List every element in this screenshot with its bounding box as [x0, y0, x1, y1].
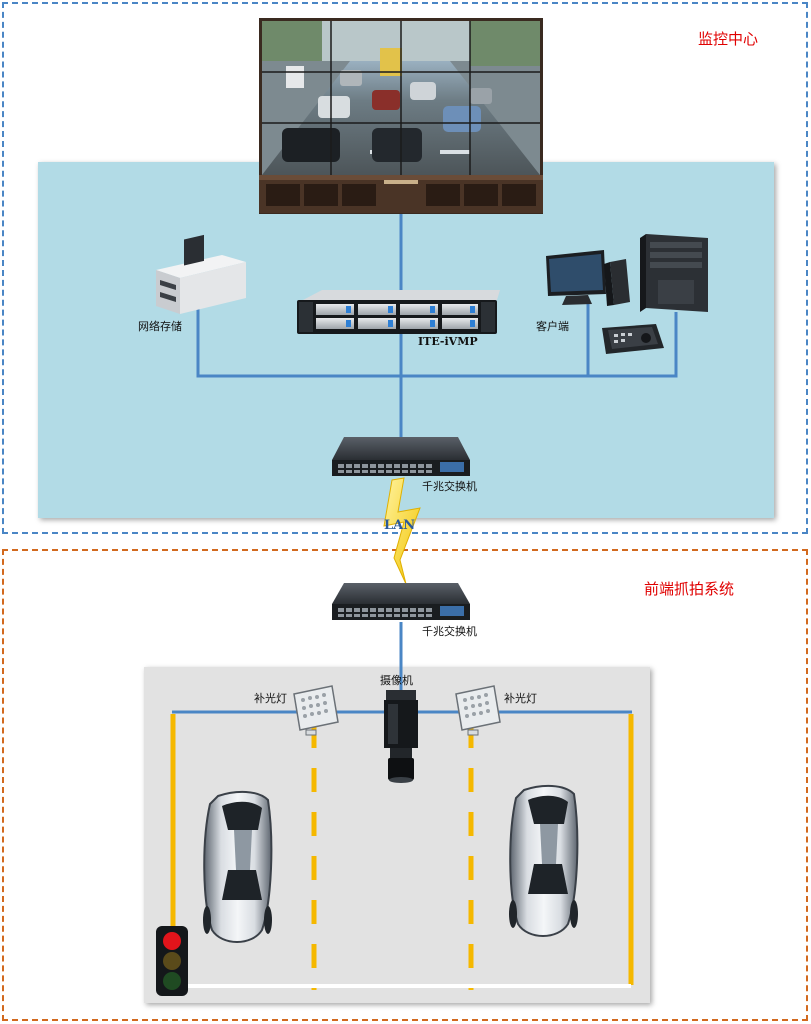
- server-icon: [297, 290, 500, 334]
- switch-top-icon: [332, 437, 470, 476]
- network-storage-label: 网络存储: [138, 320, 182, 333]
- front-capture-zone: [2, 549, 808, 1021]
- server-label: ITE-iVMP: [418, 335, 478, 348]
- client-label: 客户端: [536, 320, 569, 333]
- lane-markings: [170, 714, 634, 990]
- lan-lightning-icon: [383, 477, 421, 585]
- storage-device-icon: [156, 234, 246, 314]
- camera-label: 摄像机: [380, 674, 413, 687]
- camera-icon: [384, 690, 418, 783]
- fill-light-right-icon: [455, 685, 501, 736]
- video-wall-icon: [259, 18, 543, 214]
- lan-label: LAN: [384, 518, 416, 533]
- monitoring-center-title: 监控中心: [698, 30, 759, 48]
- fill-light-right-label: 补光灯: [504, 692, 537, 705]
- car-left-icon: [203, 790, 273, 943]
- switch-top-label: 千兆交换机: [422, 480, 477, 493]
- front-capture-title: 前端抓拍系统: [644, 580, 735, 598]
- client-workstation-icon: [546, 234, 708, 354]
- switch-bottom-icon: [332, 583, 470, 620]
- fill-light-left-icon: [293, 685, 339, 736]
- fill-light-left-label: 补光灯: [254, 692, 287, 705]
- traffic-light-icon: [156, 926, 188, 996]
- switch-bottom-label: 千兆交换机: [422, 625, 477, 638]
- car-right-icon: [509, 784, 579, 937]
